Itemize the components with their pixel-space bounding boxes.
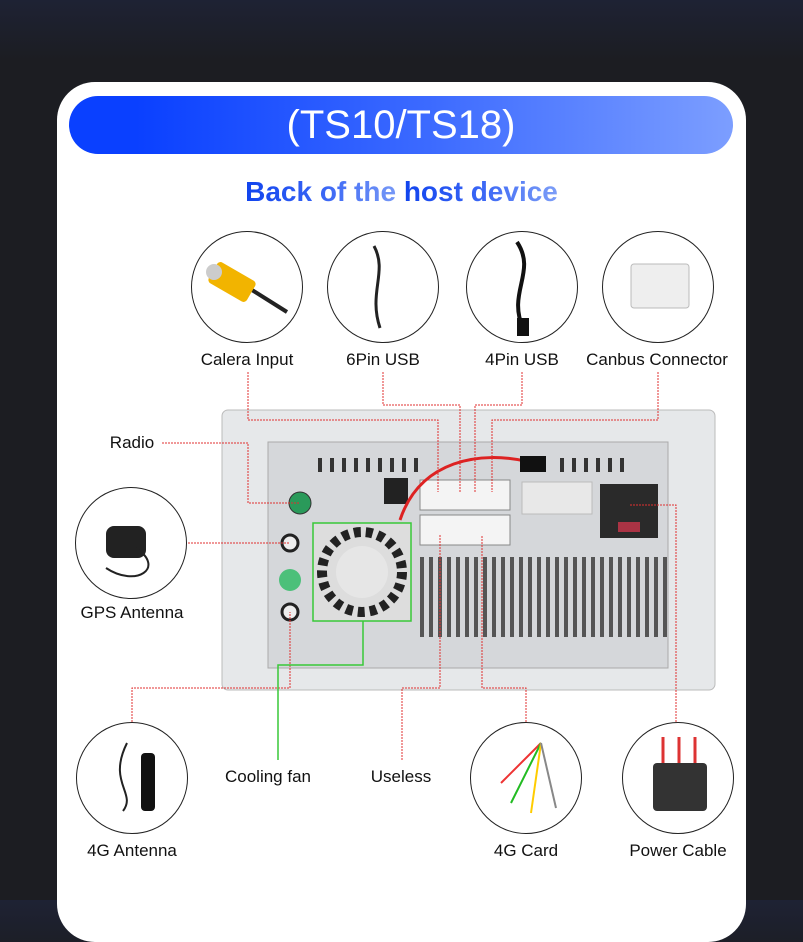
section-title: Back of the host device <box>245 176 558 207</box>
vent-slot <box>564 557 568 637</box>
vent-slot <box>627 557 631 637</box>
usb-4pin-cable-image <box>466 231 578 343</box>
vent-slot <box>474 557 478 637</box>
leader-4g-antenna <box>131 612 291 722</box>
label-camera-input: Calera Input <box>200 350 294 369</box>
label-useless: Useless <box>370 767 432 786</box>
leader-useless <box>401 535 441 760</box>
vent-slot <box>654 557 658 637</box>
vent-slot <box>465 557 469 637</box>
vent-slot <box>582 557 586 637</box>
label-power-cable: Power Cable <box>629 841 727 860</box>
vent-slot <box>420 557 424 637</box>
vent-slot <box>528 557 532 637</box>
leader-canbus <box>491 372 659 492</box>
usb-6pin-cable-image <box>327 231 439 343</box>
leader-4g-card <box>481 535 527 722</box>
leader-radio <box>162 442 300 504</box>
vent-slot <box>591 557 595 637</box>
power-cable-image <box>622 722 734 834</box>
label-4pin-usb: 4Pin USB <box>485 350 559 369</box>
gps-antenna-image <box>75 487 187 599</box>
vent-slot <box>555 557 559 637</box>
vent-slot <box>663 557 667 637</box>
label-4g-antenna: 4G Antenna <box>87 841 177 860</box>
vent-slot <box>546 557 550 637</box>
label-canbus: Canbus Connector <box>586 350 728 369</box>
model-title-banner: (TS10/TS18) <box>69 96 733 154</box>
leader-power <box>630 504 677 722</box>
leader-6pin <box>382 372 461 492</box>
4g-card-harness-image <box>470 722 582 834</box>
canbus-connector-image <box>602 231 714 343</box>
vent-slot <box>600 557 604 637</box>
leader-camera <box>247 372 439 492</box>
vent-slot <box>645 557 649 637</box>
vent-slot <box>429 557 433 637</box>
leader-lines <box>131 372 677 760</box>
vent-slot <box>483 557 487 637</box>
vent-slot <box>456 557 460 637</box>
host-device-back-panel <box>221 409 716 691</box>
vent-slot <box>537 557 541 637</box>
vent-slot <box>609 557 613 637</box>
label-gps: GPS Antenna <box>80 603 184 622</box>
camera-cable-image <box>191 231 303 343</box>
vent-slot <box>447 557 451 637</box>
vent-slot <box>519 557 523 637</box>
vent-slot <box>636 557 640 637</box>
leader-4pin <box>474 372 523 492</box>
label-radio: Radio <box>109 433 155 452</box>
vent-slot <box>501 557 505 637</box>
vent-slot <box>618 557 622 637</box>
vent-slot <box>573 557 577 637</box>
vent-slot <box>492 557 496 637</box>
leader-fan <box>277 621 364 760</box>
label-cooling-fan: Cooling fan <box>224 767 312 786</box>
label-6pin-usb: 6Pin USB <box>346 350 420 369</box>
label-4g-card: 4G Card <box>493 841 559 860</box>
4g-antenna-image <box>76 722 188 834</box>
vent-slot <box>510 557 514 637</box>
